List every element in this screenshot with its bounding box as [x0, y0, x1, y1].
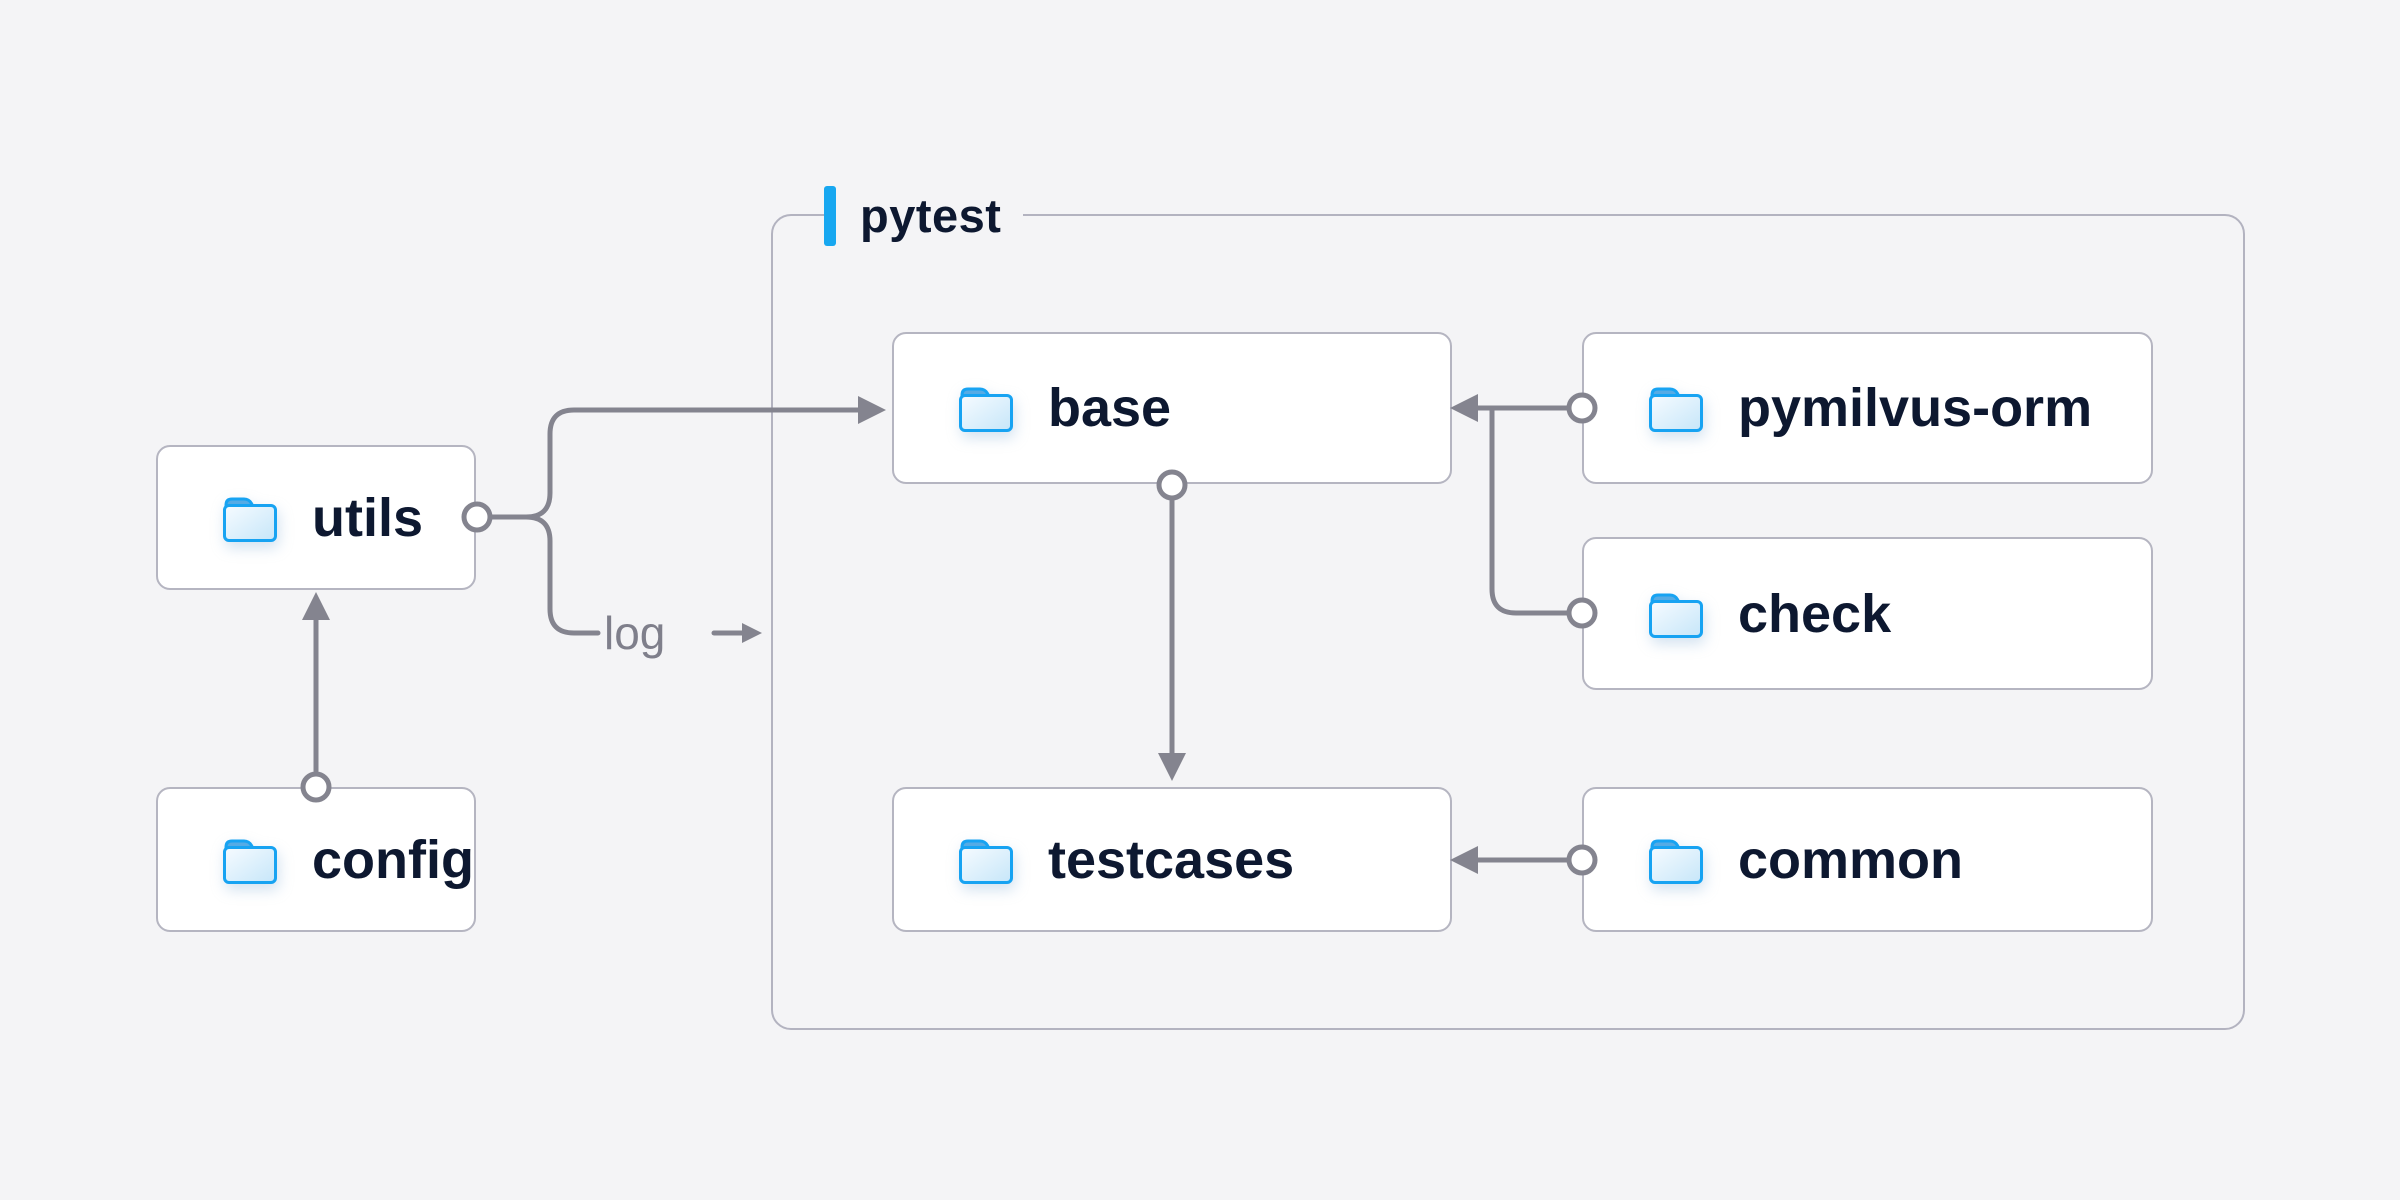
edge-utils-log [523, 514, 601, 636]
edge-label-log: log [604, 607, 666, 659]
folder-icon [954, 382, 1018, 434]
arrowhead-log [742, 623, 762, 643]
node-pymilvus-orm: pymilvus-orm [1582, 332, 2153, 484]
node-check: check [1582, 537, 2153, 690]
node-base: base [892, 332, 1452, 484]
group-label-text: pytest [860, 189, 1002, 242]
folder-icon [1644, 382, 1708, 434]
node-label: config [312, 829, 474, 890]
node-testcases: testcases [892, 787, 1452, 932]
pytest-group-box [771, 214, 2245, 1030]
folder-icon [218, 834, 282, 886]
folder-icon [1644, 834, 1708, 886]
node-label: common [1738, 829, 1964, 890]
node-label: pymilvus-orm [1738, 378, 2093, 438]
accent-bar-icon [824, 186, 836, 246]
node-label: check [1738, 583, 1892, 644]
node-utils: utils [156, 445, 476, 590]
node-label: utils [312, 487, 424, 548]
folder-icon [218, 492, 282, 544]
folder-icon [954, 834, 1018, 886]
folder-icon [1644, 588, 1708, 640]
node-config: config [156, 787, 476, 932]
arrowhead-into-utils [302, 592, 330, 620]
node-label: testcases [1048, 829, 1295, 890]
node-common: common [1582, 787, 2153, 932]
node-label: base [1048, 378, 1172, 438]
pytest-group-label: pytest [824, 186, 1024, 246]
